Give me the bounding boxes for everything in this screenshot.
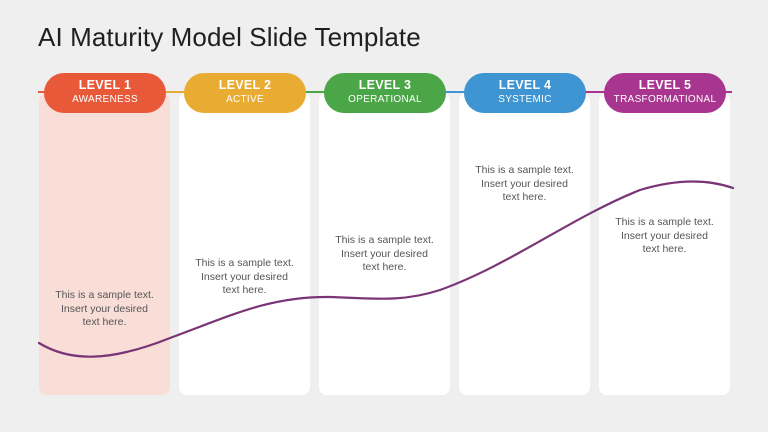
level-5-text-line: text here. [642,243,687,255]
level-2-description: This is a sample text. Insert your desir… [179,257,310,298]
level-3-text-line: Insert your desired [341,247,428,260]
level-5-text-line: Insert your desired [621,229,708,242]
level-3-text-line: This is a sample text. [335,234,434,246]
level-3-label: LEVEL 3 [358,78,412,92]
level-5-label: LEVEL 5 [638,78,692,92]
level-5-description: This is a sample text. Insert your desir… [599,216,730,257]
level-4-description: This is a sample text. Insert your desir… [459,164,590,205]
level-4-name: SYSTEMIC [498,94,552,105]
level-4-pill: LEVEL 4 SYSTEMIC [464,73,586,113]
level-1-text-line: This is a sample text. [55,289,154,301]
maturity-curve-path [37,180,735,358]
level-2-label: LEVEL 2 [218,78,272,92]
level-2-text-line: text here. [222,284,267,296]
level-1-text-line: Insert your desired [61,302,148,315]
level-1-text-line: text here. [82,316,127,328]
level-1-column [39,93,170,395]
level-4-label: LEVEL 4 [498,78,552,92]
level-5-name: TRASFORMATIONAL [613,94,717,105]
level-3-text-line: text here. [362,261,407,273]
level-1-description: This is a sample text. Insert your desir… [39,289,170,330]
level-3-pill: LEVEL 3 OPERATIONAL [324,73,446,113]
level-4-text-line: Insert your desired [481,177,568,190]
slide-title: AI Maturity Model Slide Template [38,22,421,52]
level-3-description: This is a sample text. Insert your desir… [319,234,450,275]
level-2-name: ACTIVE [226,94,264,105]
level-1-label: LEVEL 1 [78,78,132,92]
level-1-name: AWARENESS [72,94,138,105]
level-3-name: OPERATIONAL [348,94,422,105]
level-2-text-line: Insert your desired [201,270,288,283]
level-4-text-line: This is a sample text. [475,164,574,176]
level-4-text-line: text here. [502,191,547,203]
level-2-text-line: This is a sample text. [195,257,294,269]
level-2-column [179,93,310,395]
level-5-column [599,93,730,395]
level-1-pill: LEVEL 1 AWARENESS [44,73,166,113]
level-5-pill: LEVEL 5 TRASFORMATIONAL [604,73,726,113]
level-4-column [459,93,590,395]
level-2-pill: LEVEL 2 ACTIVE [184,73,306,113]
level-5-text-line: This is a sample text. [615,216,714,228]
level-3-column [319,93,450,395]
